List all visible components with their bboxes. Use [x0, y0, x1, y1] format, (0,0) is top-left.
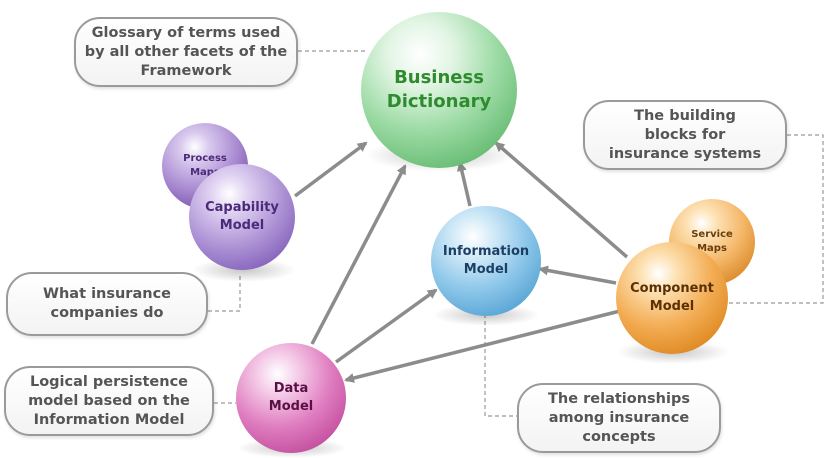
what-insurance-line-2: companies do	[50, 305, 164, 321]
data-model-label-1: Data	[273, 381, 309, 396]
logical-persistence-line-3: Information Model	[33, 411, 185, 428]
building-blocks-callout: The building blocks for insurance system…	[583, 100, 787, 170]
information-model-sphere: Information Model	[431, 206, 541, 316]
logical-persistence-callout: Logical persistence model based on the I…	[4, 366, 214, 436]
service-maps-label-2: Maps	[697, 243, 727, 254]
information-model-label-1: Information	[442, 244, 530, 259]
capability-model-sphere: Capability Model	[189, 164, 295, 270]
relationships-line-1: The relationships	[548, 390, 690, 407]
what-insurance-callout: What insurance companies do	[6, 272, 208, 336]
component-model-label-2: Model	[649, 299, 695, 314]
information-model-label-2: Model	[463, 262, 509, 277]
component-model-label-1: Component	[630, 281, 714, 296]
arrow-information-to-dictionary	[456, 161, 472, 207]
business-dictionary-label-2: Dictionary	[386, 91, 492, 112]
arrow-component-to-information	[538, 265, 617, 285]
logical-persistence-line-1: Logical persistence	[29, 373, 189, 390]
business-dictionary-sphere: Business Dictionary	[361, 12, 517, 168]
relationships-line-3: concepts	[582, 428, 656, 445]
glossary-line-2: by all other facets of the	[84, 43, 288, 60]
process-maps-label-1: Process	[183, 153, 227, 164]
arrow-component-to-dictionary	[494, 141, 629, 259]
relationships-connector	[484, 314, 517, 417]
capability-model-label-1: Capability	[205, 200, 279, 215]
building-blocks-line-2: blocks for	[644, 126, 726, 143]
building-blocks-line-3: insurance systems	[608, 145, 762, 162]
capability-model-label-2: Model	[219, 218, 265, 233]
what-insurance-connector	[208, 276, 241, 312]
glossary-line-1: Glossary of terms used	[91, 24, 281, 41]
relationships-line-2: among insurance	[548, 409, 690, 426]
service-maps-label-1: Service	[691, 229, 733, 240]
building-blocks-line-1: The building	[634, 107, 736, 124]
arrow-component-to-data	[344, 309, 621, 383]
business-dictionary-label-1: Business	[394, 67, 484, 88]
relationships-callout: The relationships among insurance concep…	[517, 383, 721, 453]
what-insurance-line-1: What insurance	[42, 286, 171, 302]
logical-persistence-line-2: model based on the	[28, 392, 190, 409]
arrow-data-to-dictionary	[310, 164, 407, 345]
glossary-callout: Glossary of terms used by all other face…	[74, 17, 298, 87]
process-maps-label-2: Maps	[190, 167, 220, 178]
component-model-sphere: Component Model	[616, 242, 728, 354]
building-blocks-connector	[728, 134, 824, 304]
arrow-capability-to-dictionary	[293, 141, 368, 198]
glossary-line-3: Framework	[140, 62, 232, 79]
data-model-sphere: Data Model	[236, 343, 346, 453]
arrow-data-to-information	[334, 288, 438, 364]
data-model-label-2: Model	[268, 399, 314, 414]
